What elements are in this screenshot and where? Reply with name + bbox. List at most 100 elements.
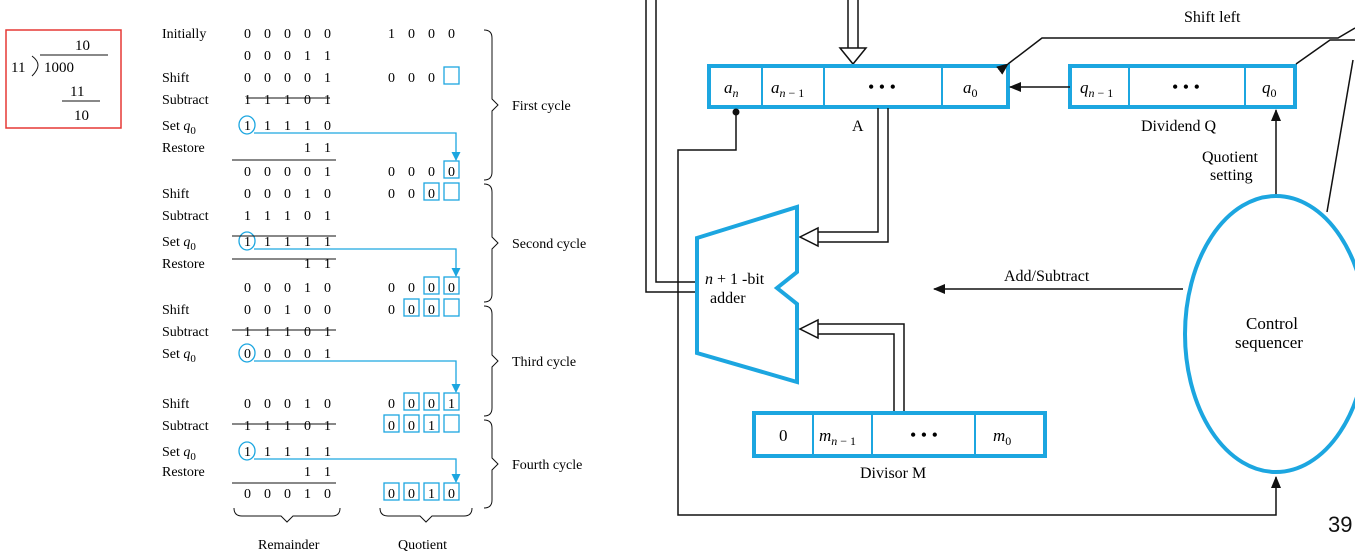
quotient-bit-box — [423, 414, 440, 433]
control-sequencer — [1183, 194, 1355, 474]
trace-op-label: Set q0 — [162, 235, 196, 253]
trace-bit: 0 — [244, 71, 251, 86]
register-divisor-m: 0 mn − 1 • • • m0 Divisor M — [752, 411, 1047, 482]
trace-bit: 0 — [324, 187, 331, 202]
trace-bit: 0 — [284, 347, 291, 362]
remainder-footer: Remainder — [258, 538, 320, 553]
trace-bit: 1 — [284, 445, 291, 460]
add-subtract-label: Add/Subtract — [1004, 268, 1090, 285]
quotient-bit-box — [403, 414, 420, 433]
trace-bit: 0 — [304, 93, 311, 108]
trace-bit: 0 — [264, 49, 271, 64]
trace-op-label: Shift — [162, 187, 189, 202]
adder-label-line1: n + 1 -bit — [705, 271, 765, 288]
register-q-ellipsis: • • • — [1172, 77, 1200, 97]
trace-bit: 1 — [324, 419, 331, 434]
sign-bit-circle — [238, 231, 256, 251]
trace-quotient-bit: 0 — [408, 397, 415, 412]
trace-bit: 1 — [264, 445, 271, 460]
trace-bit: 1 — [284, 93, 291, 108]
trace-bit: 1 — [284, 325, 291, 340]
quotient-bit-box — [403, 392, 420, 411]
trace-bit: 0 — [304, 419, 311, 434]
quotient-set-arrow — [254, 132, 461, 161]
quotient-bit-box — [383, 414, 400, 433]
register-a: an an − 1 • • • a0 A — [707, 64, 1010, 135]
quotient-bit-box — [443, 392, 460, 411]
trace-quotient-bit: 0 — [388, 187, 395, 202]
register-dividend-q: qn − 1 • • • q0 Dividend Q — [1068, 64, 1297, 135]
trace-bit: 0 — [304, 325, 311, 340]
trace-bit: 1 — [264, 209, 271, 224]
trace-quotient-bit: 0 — [408, 27, 415, 42]
trace-bit: 1 — [304, 487, 311, 502]
trace-quotient-bit: 0 — [448, 487, 455, 502]
quotient-footer: Quotient — [398, 538, 447, 553]
trace-op-label: Shift — [162, 303, 189, 318]
trace-bit: 1 — [304, 281, 311, 296]
trace-bit: 1 — [324, 93, 331, 108]
trace-bit: 0 — [324, 397, 331, 412]
trace-bit: 0 — [244, 165, 251, 180]
trace-bit: 1 — [304, 187, 311, 202]
trace-bit: 1 — [324, 141, 331, 156]
long-division-divisor: 11 — [11, 60, 25, 76]
trace-quotient-bit: 0 — [408, 187, 415, 202]
quotient-bit-box — [383, 482, 400, 501]
long-division-remainder: 10 — [74, 108, 89, 124]
quotient-set-arrow — [254, 458, 461, 483]
trace-op-label: Subtract — [162, 209, 209, 224]
trace-bit: 1 — [304, 465, 311, 480]
trace-quotient-bit: 0 — [388, 281, 395, 296]
trace-bit: 0 — [304, 303, 311, 318]
cycle-label: First cycle — [512, 99, 571, 114]
long-division-highlight-box — [5, 29, 122, 129]
trace-bit: 1 — [304, 141, 311, 156]
trace-quotient-bit: 0 — [388, 303, 395, 318]
result-brace — [233, 507, 341, 523]
trace-bit: 1 — [264, 119, 271, 134]
quotient-set-arrow — [254, 248, 461, 277]
quotient-bit-box — [403, 482, 420, 501]
cycle-brace — [483, 305, 499, 417]
trace-bit: 0 — [284, 49, 291, 64]
trace-bit: 0 — [304, 347, 311, 362]
trace-bit: 0 — [244, 187, 251, 202]
m-to-adder-arrowhead — [798, 318, 819, 340]
adder-to-a-arrowhead — [838, 47, 868, 66]
trace-bit: 1 — [304, 445, 311, 460]
division-hardware-diagram: an an − 1 • • • a0 A qn − 1 • • • q0 Div… — [645, 0, 1355, 516]
trace-quotient-bit: 0 — [448, 165, 455, 180]
trace-bit: 1 — [324, 257, 331, 272]
trace-bit: 1 — [304, 397, 311, 412]
trace-quotient-bit: 1 — [448, 397, 455, 412]
trace-bit: 1 — [304, 119, 311, 134]
quotient-bit-box — [423, 298, 440, 317]
trace-bit: 0 — [244, 397, 251, 412]
trace-bit: 0 — [324, 281, 331, 296]
cycle-label: Fourth cycle — [512, 458, 582, 473]
quotient-bit-box — [443, 160, 460, 179]
shift-left-line-q — [1295, 39, 1355, 65]
trace-quotient-bit: 0 — [408, 487, 415, 502]
trace-bit: 0 — [284, 487, 291, 502]
trace-bit: 1 — [284, 419, 291, 434]
trace-bit: 0 — [324, 27, 331, 42]
register-a-ellipsis: • • • — [868, 77, 896, 97]
register-q-label: Dividend Q — [1141, 118, 1217, 135]
trace-quotient-bit: 0 — [408, 303, 415, 318]
register-m-ellipsis: • • • — [910, 425, 938, 445]
trace-bit: 1 — [324, 71, 331, 86]
register-a-label: A — [852, 118, 864, 135]
register-m-label: Divisor M — [860, 465, 926, 482]
trace-bit: 1 — [304, 49, 311, 64]
trace-quotient-bit: 0 — [408, 419, 415, 434]
trace-quotient-bit: 1 — [428, 419, 435, 434]
trace-op-label: Set q0 — [162, 445, 196, 463]
sign-bit-path — [677, 112, 1281, 516]
trace-quotient-bit: 0 — [428, 165, 435, 180]
shift-left-label: Shift left — [1184, 9, 1241, 26]
trace-bit: 0 — [304, 165, 311, 180]
quotient-set-arrow — [254, 360, 461, 393]
trace-op-label: Restore — [162, 141, 205, 156]
